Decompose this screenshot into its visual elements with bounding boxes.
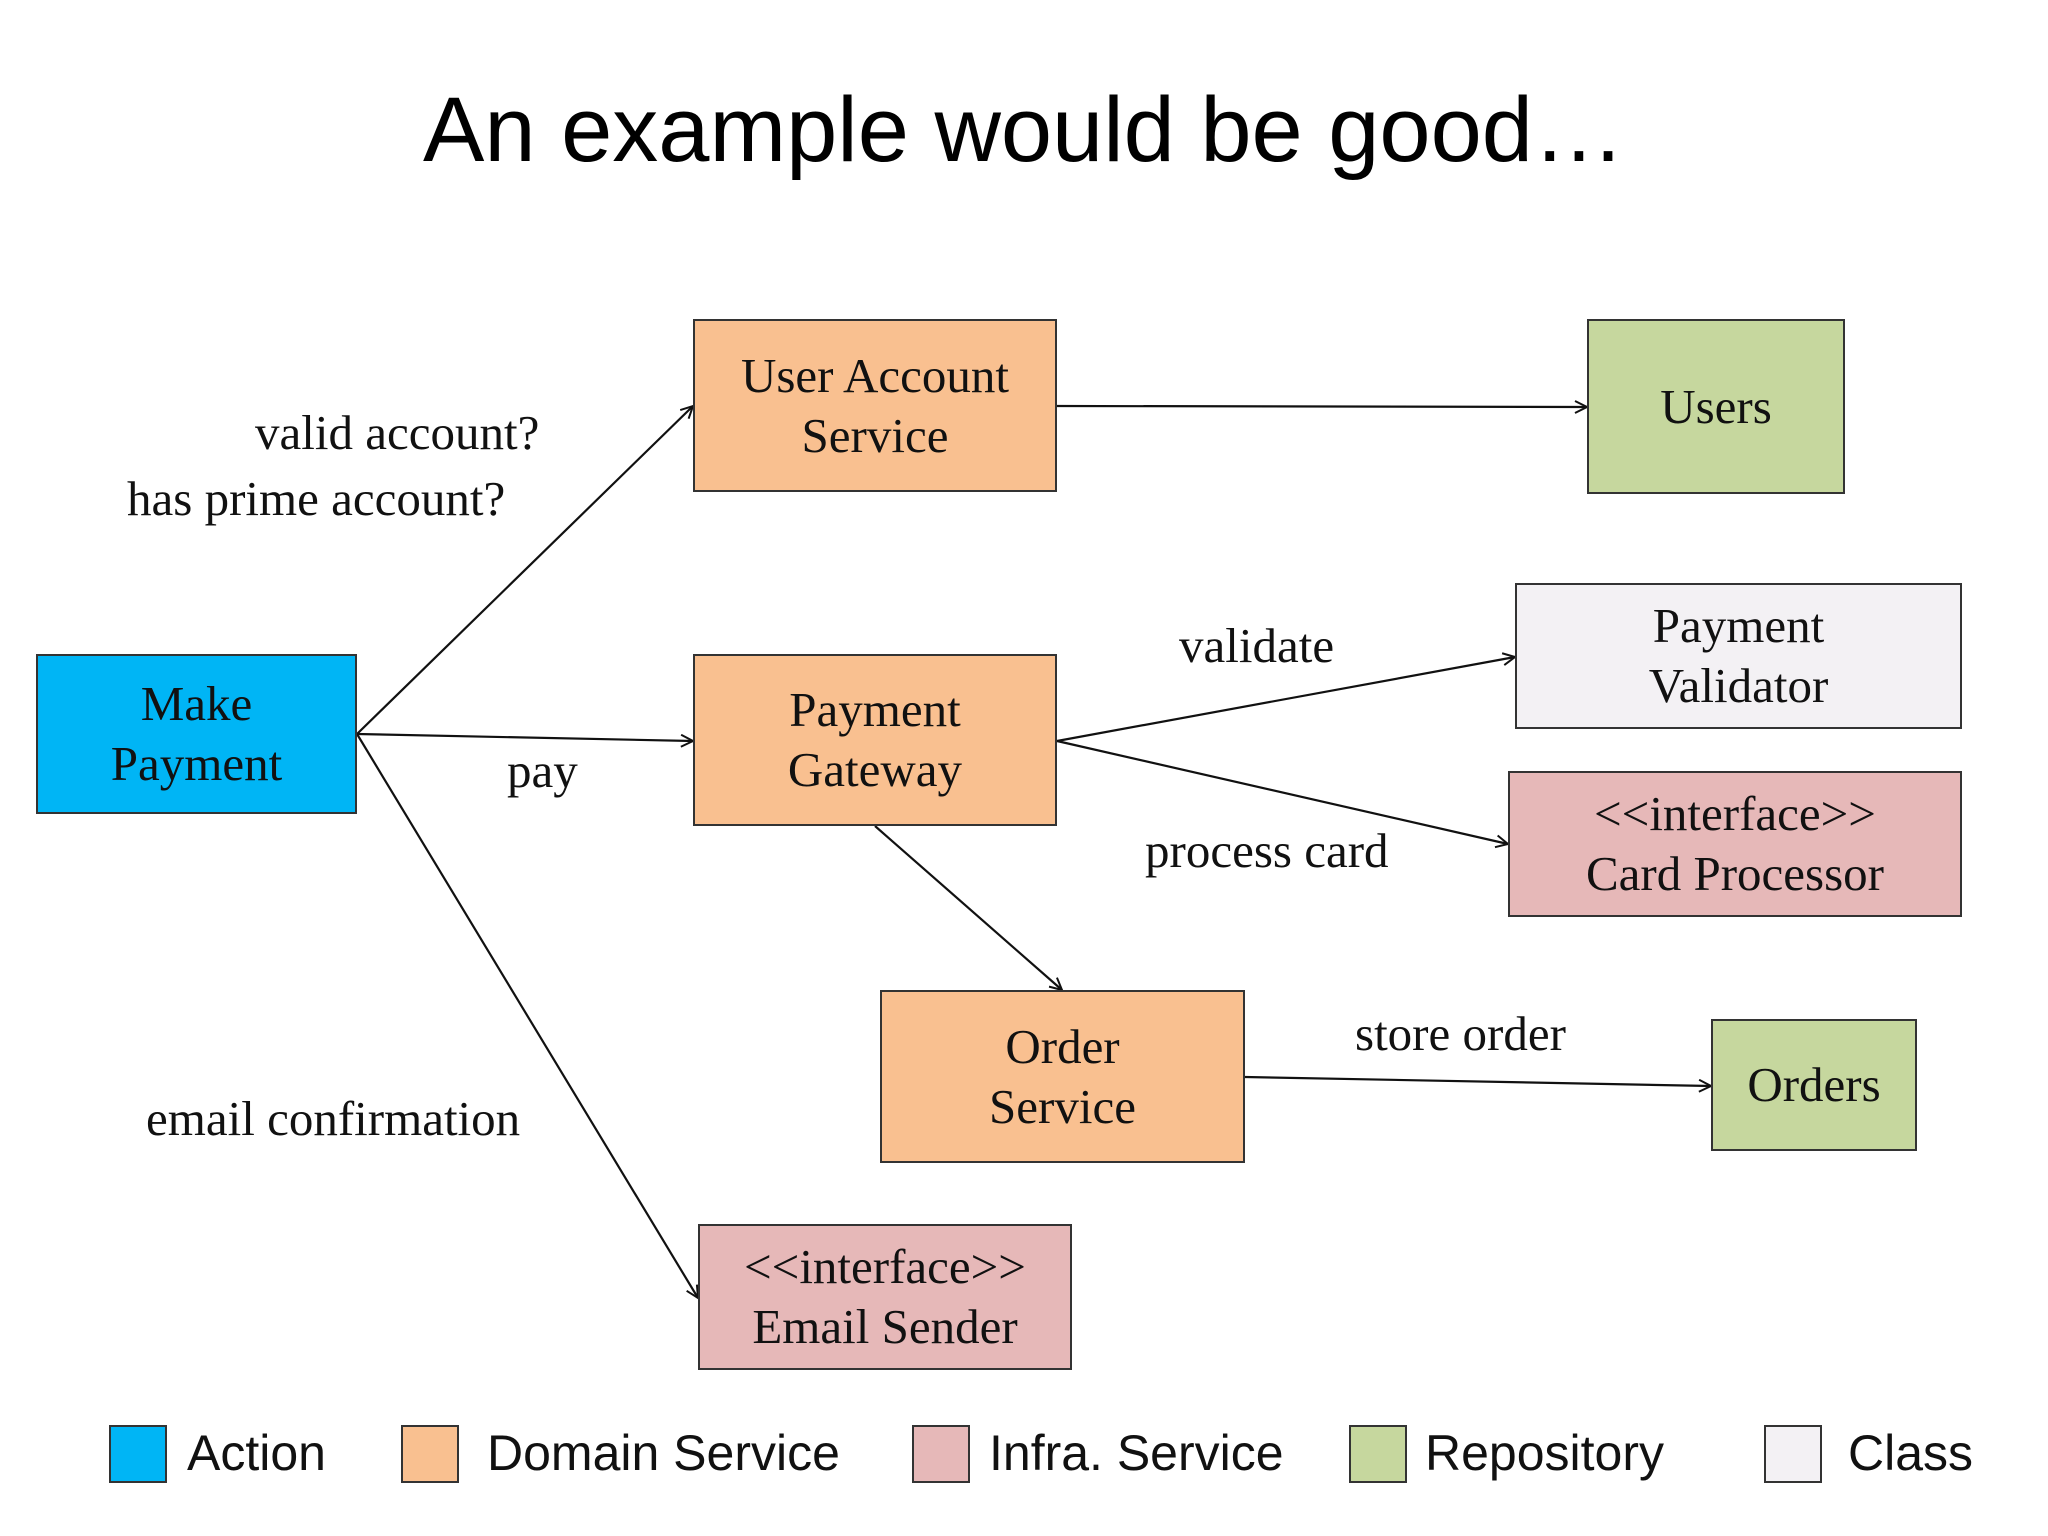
legend-label-repository: Repository <box>1425 1425 1664 1481</box>
edge-label-store-order: store order <box>1355 1006 1566 1061</box>
orders-node: Orders <box>1711 1019 1917 1151</box>
email-sender-line1: <<interface>> <box>744 1239 1026 1294</box>
legend-swatch-action <box>109 1425 167 1483</box>
edge-payment-gateway-to-validator <box>1056 657 1515 743</box>
user-account-service-node: User Account Service <box>693 319 1057 492</box>
email-sender-line2: Email Sender <box>752 1299 1018 1354</box>
card-processor-node: <<interface>> Card Processor <box>1508 771 1962 917</box>
legend-label-class: Class <box>1848 1425 1974 1481</box>
users-line1: Users <box>1660 378 1772 434</box>
edge-label-validate: validate <box>1179 618 1335 673</box>
edge-order-service-to-orders <box>1244 1075 1711 1086</box>
card-processor-line2: Card Processor <box>1585 846 1885 901</box>
user-account-service-line2: Service <box>801 407 949 463</box>
legend-swatch-class <box>1764 1425 1822 1483</box>
orders-line1: Orders <box>1747 1057 1881 1112</box>
make-payment-line1: Make <box>140 676 253 731</box>
make-payment-line2: Payment <box>110 736 283 791</box>
legend-label-domain-service: Domain Service <box>487 1425 840 1481</box>
legend-swatch-repository <box>1349 1425 1407 1483</box>
payment-validator-node: Payment Validator <box>1515 583 1962 729</box>
edge-label-valid-account: valid account? <box>255 405 540 460</box>
edge-make-payment-to-email-sender <box>356 733 698 1298</box>
page-title: An example would be good… <box>423 79 1625 181</box>
legend-label-action: Action <box>187 1425 326 1481</box>
make-payment-node: Make Payment <box>36 654 357 814</box>
card-processor-line1: <<interface>> <box>1594 786 1876 841</box>
edge-label-pay: pay <box>507 743 578 798</box>
email-sender-node: <<interface>> Email Sender <box>698 1224 1072 1370</box>
edge-label-has-prime-account: has prime account? <box>127 471 506 526</box>
edge-payment-gateway-to-card-processor <box>1056 739 1508 844</box>
edge-payment-gateway-to-order-service <box>874 825 1062 990</box>
edge-label-process-card: process card <box>1145 823 1389 878</box>
legend-swatch-domain-service <box>401 1425 459 1483</box>
edge-make-payment-to-user-account <box>356 406 693 735</box>
users-node: Users <box>1587 319 1845 494</box>
payment-gateway-line1: Payment <box>789 682 961 737</box>
order-service-line2: Service <box>989 1078 1136 1134</box>
payment-validator-line2: Validator <box>1648 658 1829 713</box>
user-account-service-line1: User Account <box>740 347 1010 403</box>
legend-label-infra-service: Infra. Service <box>989 1425 1284 1481</box>
order-service-node: Order Service <box>880 990 1245 1163</box>
payment-gateway-line2: Gateway <box>787 742 963 797</box>
payment-validator-line1: Payment <box>1652 598 1825 653</box>
edge-label-email-confirmation: email confirmation <box>146 1091 521 1146</box>
legend-swatch-infra-service <box>912 1425 970 1483</box>
payment-gateway-node: Payment Gateway <box>693 654 1057 826</box>
edge-user-account-to-users <box>1056 406 1587 407</box>
edge-make-payment-to-payment-gateway <box>356 732 693 741</box>
order-service-line1: Order <box>1005 1018 1120 1074</box>
